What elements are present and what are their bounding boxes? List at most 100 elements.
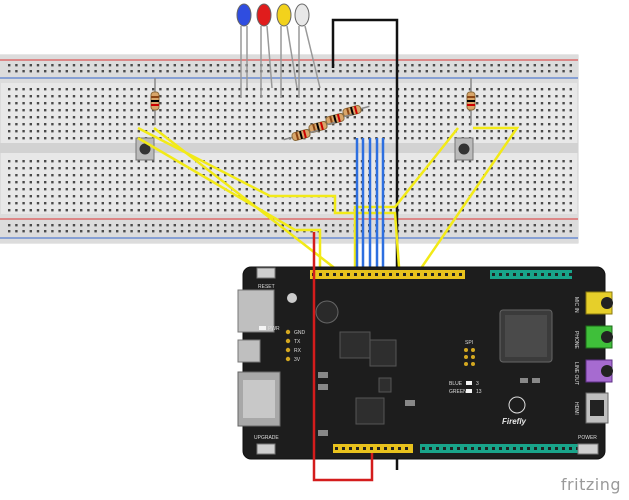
breadboard-hole: [36, 95, 40, 98]
breadboard-hole: [267, 123, 270, 126]
breadboard-hole: [36, 109, 40, 112]
breadboard-hole: [252, 174, 256, 177]
breadboard-hole: [533, 137, 536, 140]
breadboard-hole: [404, 174, 407, 177]
header-pin: [445, 273, 448, 276]
breadboard-hole: [51, 109, 54, 112]
breadboard-hole: [562, 102, 565, 105]
breadboard-hole: [490, 224, 493, 227]
breadboard-hole: [29, 209, 32, 212]
breadboard-hole: [440, 64, 443, 67]
header-pin: [417, 273, 420, 276]
breadboard-hole: [51, 167, 54, 170]
breadboard-hole: [353, 123, 356, 126]
breadboard-hole: [411, 224, 414, 227]
breadboard-hole: [202, 224, 205, 227]
breadboard-hole: [101, 102, 104, 105]
breadboard-hole: [245, 224, 248, 227]
breadboard-hole: [512, 70, 515, 73]
breadboard-hole: [195, 209, 198, 212]
breadboard-hole: [72, 109, 76, 112]
breadboard-hole: [411, 167, 414, 170]
breadboard-hole: [231, 102, 234, 105]
breadboard-hole: [22, 167, 25, 170]
breadboard-hole: [324, 209, 328, 212]
header-pin: [422, 447, 425, 450]
breadboard-hole: [29, 224, 32, 227]
breadboard-hole: [411, 181, 414, 184]
breadboard-hole: [483, 130, 486, 133]
breadboard-hole: [94, 230, 97, 233]
breadboard-hole: [188, 123, 191, 126]
breadboard-hole: [216, 160, 220, 163]
breadboard-hole: [22, 130, 25, 133]
breadboard-hole: [490, 88, 493, 91]
breadboard-hole: [87, 202, 90, 205]
header-pin: [506, 447, 509, 450]
breadboard-hole: [310, 102, 313, 105]
breadboard-hole: [51, 137, 54, 140]
breadboard-hole: [512, 230, 515, 233]
breadboard-hole: [346, 174, 349, 177]
breadboard-hole: [159, 130, 162, 133]
breadboard-hole: [324, 230, 328, 233]
breadboard-hole: [58, 123, 61, 126]
breadboard-hole: [540, 130, 544, 133]
breadboard-hole: [101, 188, 104, 191]
led-group: [236, 3, 321, 98]
breadboard-hole: [476, 130, 479, 133]
breadboard-hole: [116, 167, 119, 170]
breadboard-hole: [533, 102, 536, 105]
breadboard-hole: [476, 160, 479, 163]
breadboard-hole: [65, 202, 68, 205]
breadboard-hole: [353, 95, 356, 98]
breadboard-hole: [224, 137, 227, 140]
breadboard-hole: [108, 174, 112, 177]
breadboard-hole: [317, 95, 320, 98]
breadboard-hole: [389, 174, 392, 177]
breadboard-hole: [195, 64, 198, 67]
breadboard-hole: [440, 181, 443, 184]
header-pin: [450, 447, 453, 450]
breadboard-hole: [180, 160, 184, 163]
breadboard-hole: [152, 64, 155, 67]
breadboard-hole: [252, 160, 256, 163]
breadboard-hole: [483, 64, 486, 67]
breadboard-hole: [483, 95, 486, 98]
breadboard-hole: [447, 224, 450, 227]
breadboard-hole: [51, 70, 54, 73]
breadboard-hole: [519, 188, 522, 191]
breadboard-hole: [375, 116, 378, 119]
breadboard-hole: [216, 116, 220, 119]
breadboard-hole: [137, 188, 140, 191]
breadboard-hole: [260, 174, 263, 177]
breadboard-hole: [137, 95, 140, 98]
breadboard-hole: [166, 167, 169, 170]
header-pin: [485, 447, 488, 450]
header-pin: [436, 447, 439, 450]
breadboard-hole: [116, 209, 119, 212]
breadboard-hole: [346, 167, 349, 170]
led-red: [256, 3, 273, 98]
breadboard-hole: [526, 224, 529, 227]
blue-wires: [355, 138, 385, 280]
breadboard-hole: [562, 130, 565, 133]
breadboard-hole: [296, 202, 299, 205]
breadboard-hole: [310, 116, 313, 119]
breadboard-hole: [310, 181, 313, 184]
breadboard-hole: [317, 167, 320, 170]
breadboard-hole: [209, 160, 212, 163]
breadboard-hole: [188, 209, 191, 212]
breadboard-hole: [512, 167, 515, 170]
breadboard-hole: [476, 123, 479, 126]
breadboard-hole: [188, 174, 191, 177]
breadboard-hole: [159, 95, 162, 98]
breadboard-hole: [267, 202, 270, 205]
breadboard-hole: [288, 95, 292, 98]
breadboard-hole: [123, 188, 126, 191]
breadboard-hole: [339, 188, 342, 191]
breadboard-hole: [144, 109, 148, 112]
breadboard-hole: [346, 116, 349, 119]
breadboard-hole: [159, 109, 162, 112]
breadboard-hole: [490, 137, 493, 140]
